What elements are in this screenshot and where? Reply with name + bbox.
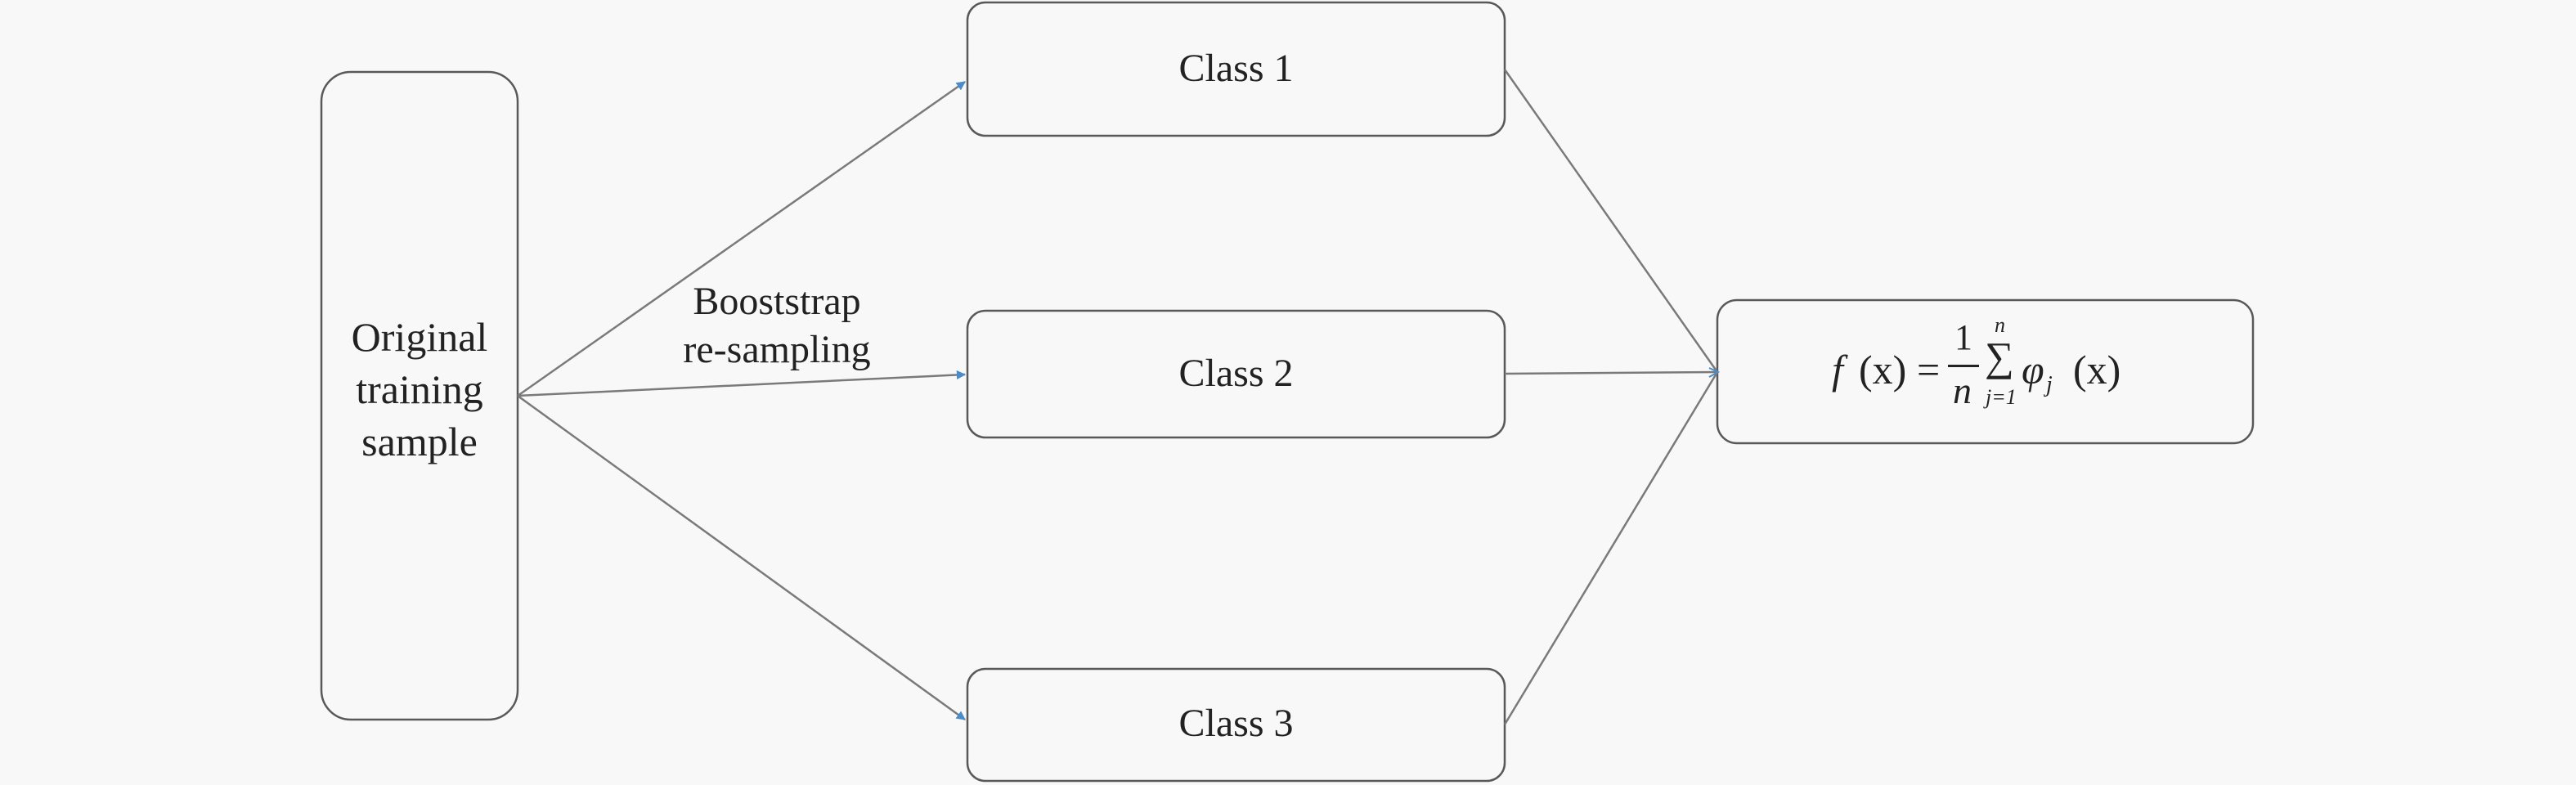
edge-label-line: re-sampling [683,327,871,371]
line-class-1-to-aggregate [1503,69,1719,373]
formula-lhs-func: f [1832,347,1843,392]
formula-denominator: n [1953,370,1972,411]
source-label-line: training [356,366,483,412]
line-class-2-to-aggregate [1504,370,1718,375]
source-label-line: Original [351,314,488,360]
class-1-label: Class 1 [1178,47,1294,90]
formula-numerator: 1 [1954,317,1972,357]
formula-sum-symbol: ∑ [1985,334,2014,379]
edge-label-line: Booststrap [693,280,861,323]
formula-fraction-bar [1948,365,1979,367]
aggregate-arrow-tip [1708,367,1721,378]
arrow-to-class-3 [517,394,966,721]
class-1-box [966,1,1506,137]
class-2-label: Class 2 [1178,352,1294,395]
arrow-to-class-1 [517,80,966,397]
source-label-line: sample [361,419,478,464]
source-box-label: Original training sample [321,311,518,468]
arrow-to-class-2 [517,370,967,397]
formula-term-func: φ [2022,347,2044,392]
formula-sum-upper: n [1995,313,2005,337]
class-3-label: Class 3 [1178,702,1294,745]
formula-equals: = [1917,347,1941,392]
line-class-3-to-aggregate [1503,371,1719,725]
aggregate-formula: f (x) = 1 n n ∑ j=1 φ j (x) [1709,298,2241,442]
formula-term-arg: (x) [2073,347,2121,392]
formula-sum-lower: j=1 [1986,385,2017,409]
class-2-box [966,309,1506,439]
class-3-box [966,667,1506,783]
formula-term-sub: j [2046,372,2053,397]
edge-label: Booststrap re-sampling [654,278,900,374]
formula-lhs-arg: (x) [1859,347,1907,392]
